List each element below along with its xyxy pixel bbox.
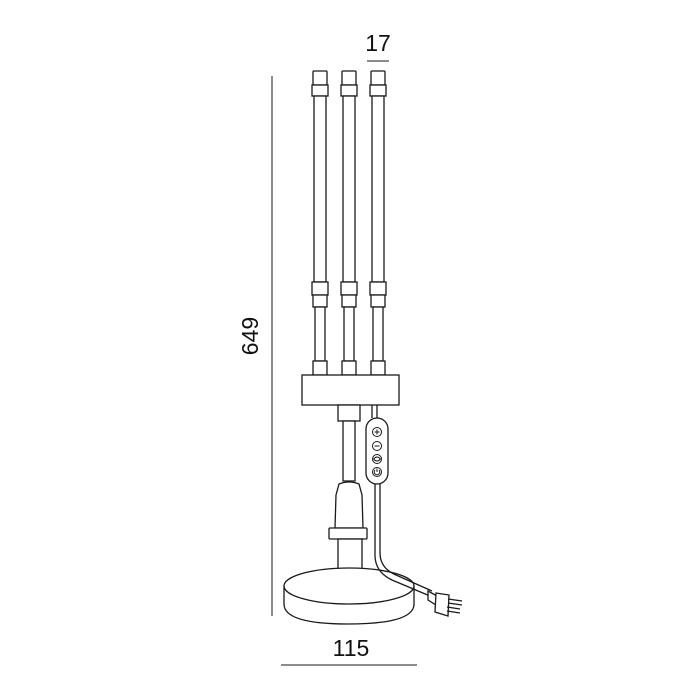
tube-upper-section	[371, 95, 385, 283]
light-tube-right	[369, 70, 387, 376]
power-cable-lower	[374, 484, 433, 597]
tube-joint-upper	[311, 281, 329, 296]
lamp-base	[283, 567, 415, 625]
plug-prong-bottom	[446, 606, 461, 610]
tube-upper-sleeve	[340, 84, 358, 97]
stem-collar	[337, 404, 361, 422]
tube-lower-section	[372, 306, 384, 362]
dimension-top-width: 17	[365, 30, 391, 62]
dimension-base-width: 115	[281, 635, 417, 666]
tube-upper-sleeve	[369, 84, 387, 97]
tube-end-cap	[341, 70, 357, 86]
inline-remote	[365, 417, 389, 485]
tube-joint-upper	[340, 281, 358, 296]
tube-lower-section	[314, 306, 326, 362]
tube-upper-section	[313, 95, 327, 283]
lamp-head-block	[301, 374, 400, 406]
dimension-height-label: 649	[237, 317, 263, 355]
tube-lower-section	[343, 306, 355, 362]
power-icon	[372, 467, 382, 477]
stem-ring	[328, 527, 368, 540]
tube-base-cap	[341, 360, 357, 376]
plug-prong-top	[447, 598, 463, 602]
dimension-height: 649	[237, 76, 273, 616]
lamp-stem	[328, 404, 368, 588]
minus-icon	[372, 441, 382, 451]
tube-end-cap	[370, 70, 386, 86]
tube-base-cap	[312, 360, 328, 376]
dimension-base-width-label: 115	[333, 635, 370, 661]
tube-joint-lower	[312, 294, 328, 308]
tube-end-cap	[312, 70, 328, 86]
dimension-top-width-label: 17	[365, 30, 391, 56]
tube-joint-lower	[370, 294, 386, 308]
color-cycle-icon	[372, 454, 382, 464]
tube-base-cap	[370, 360, 386, 376]
tube-upper-sleeve	[311, 84, 329, 97]
stem-upper-rod	[342, 420, 356, 482]
light-tube-center	[340, 70, 358, 376]
light-tube-left	[311, 70, 329, 376]
tube-upper-section	[342, 95, 356, 283]
power-plug	[427, 589, 463, 617]
plus-icon	[372, 427, 382, 437]
tube-joint-lower	[341, 294, 357, 308]
power-cable-upper	[371, 405, 378, 418]
tube-joint-upper	[369, 281, 387, 296]
plug-body	[434, 592, 450, 617]
base-top	[283, 567, 415, 605]
stem-grip	[334, 481, 364, 529]
